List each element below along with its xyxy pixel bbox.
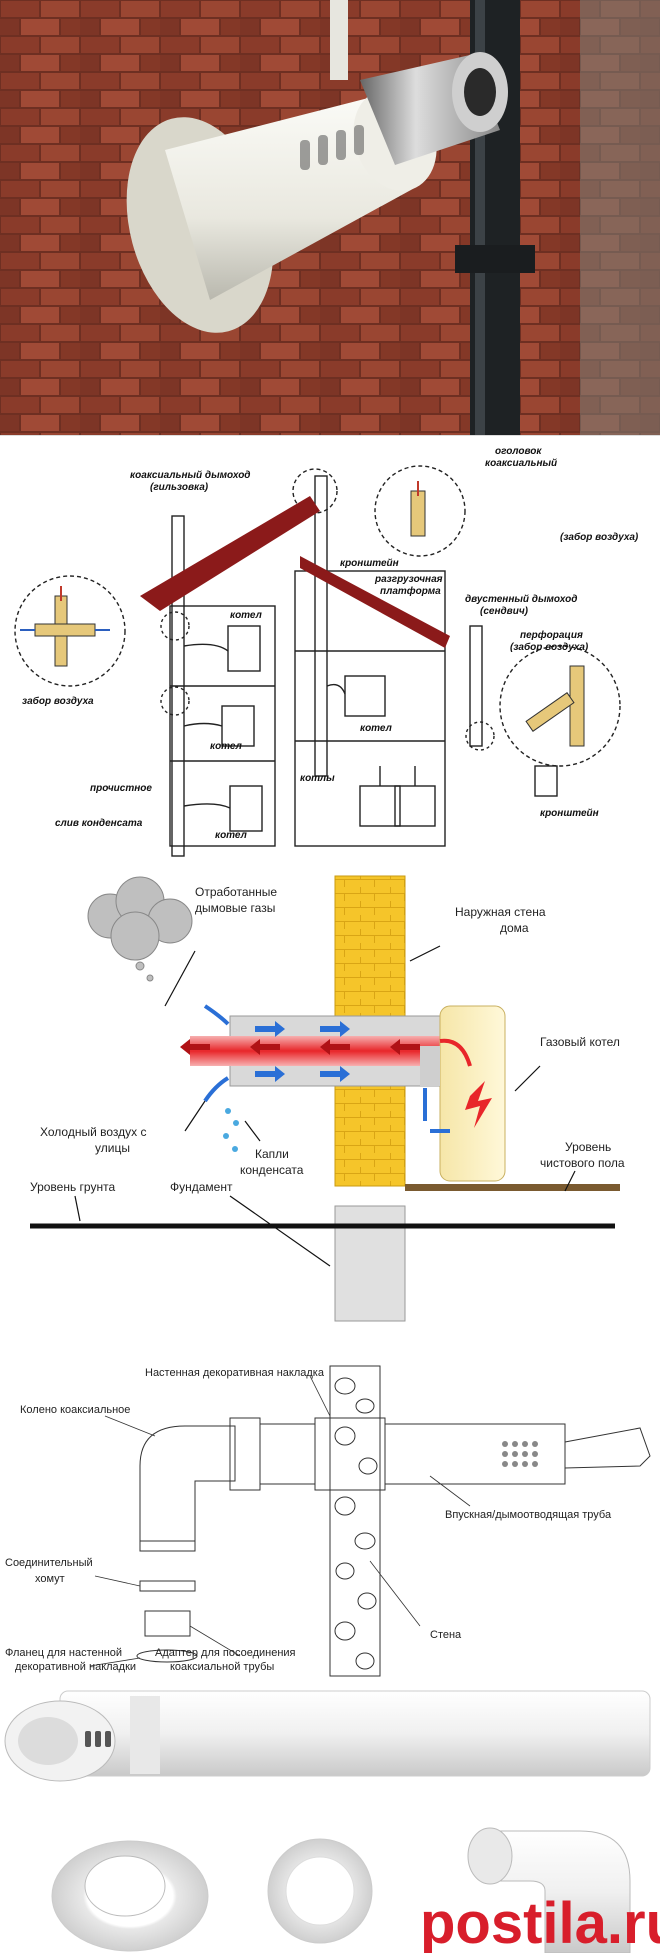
coaxial-flue-photo [0,0,660,435]
product-photos: postila.ru [4,1690,660,1953]
label-clamp-1: Соединительный [5,1557,93,1569]
condensate-drops-icon [223,1108,239,1152]
label-cap-sub: коаксиальный [485,458,557,469]
coaxial-elbow-photo [467,1827,631,1953]
label-double-chimney: двустенный дымоход [465,594,577,605]
label-air-intake-top: (забор воздуха) [560,531,639,543]
label-cold-air-2: улицы [95,1141,130,1155]
label-boiler-4: котел [215,830,248,841]
label-cap: оголовок [495,446,542,457]
label-wall: Стена [430,1629,462,1641]
flange-ring-photo [267,1838,373,1944]
flue-flow-panel: Отработанные дымовые газы Наружная стена… [0,866,660,1356]
label-exhaust-2: дымовые газы [195,901,275,915]
parts-diagram: Настенная декоративная накладка Колено к… [5,1365,651,1677]
label-drops-1: Капли [255,1147,289,1161]
label-double-chimney-sub: (сендвич) [480,606,529,617]
label-bracket-top: кронштейн [340,558,399,569]
parts-panel: Настенная декоративная накладка Колено к… [0,1356,660,1681]
smoke-cloud-icon [87,876,193,982]
label-boiler-1: котел [230,610,263,621]
label-exhaust-1: Отработанные [195,885,277,899]
label-adapter-2: коаксиальной трубы [170,1661,274,1673]
label-boilers: котлы [300,773,335,784]
label-air-intake-left: забор воздуха [22,695,94,707]
label-coaxial-chimney: коаксиальный дымоход [130,470,251,481]
coaxial-pipe-photo [4,1690,651,1782]
label-coaxial-chimney-sub: (гильзовка) [150,482,209,493]
label-cleanout: прочистное [90,783,152,794]
label-bracket-bottom: кронштейн [540,808,599,819]
label-adapter-1: Адаптер для посоединения [155,1647,296,1659]
label-cold-air-1: Холодный воздух с [40,1125,146,1139]
label-floor-2: чистового пола [540,1156,625,1170]
chimney-scheme-panel: коаксиальный дымоход (гильзовка) оголово… [0,435,660,866]
label-ground: Уровень грунта [30,1180,115,1194]
chimney-scheme-diagram: коаксиальный дымоход (гильзовка) оголово… [14,446,639,857]
label-outer-wall-2: дома [500,921,529,935]
label-floor-1: Уровень [565,1140,611,1154]
label-boiler-3: котел [360,723,393,734]
label-perforation-sub: (забор воздуха) [510,641,589,653]
label-foundation: Фундамент [170,1180,233,1194]
flue-flow-diagram: Отработанные дымовые газы Наружная стена… [30,875,625,1322]
label-clamp-2: хомут [35,1573,65,1585]
label-flange-1: Фланец для настенной [5,1647,122,1659]
label-wall-trim: Настенная декоративная накладка [145,1367,325,1379]
product-photos-panel: postila.ru [0,1681,660,1953]
label-elbow: Колено коаксиальное [20,1404,130,1416]
label-outer-wall-1: Наружная стена [455,905,546,919]
watermark: postila.ru [420,1891,660,1953]
label-flange-2: декоративной накладки [15,1661,136,1673]
label-condensate-drain: слив конденсата [55,818,143,829]
wall-rosette-photo [51,1840,209,1952]
label-unloading-platform: разгрузочная [374,574,443,585]
label-pipe: Впускная/дымоотводящая труба [445,1509,612,1521]
photo-panel [0,0,660,435]
label-gas-boiler: Газовый котел [540,1035,620,1049]
label-perforation: перфорация [520,629,583,641]
label-unloading-platform-2: платформа [380,585,441,597]
label-boiler-2: котел [210,741,243,752]
label-drops-2: конденсата [240,1163,304,1177]
